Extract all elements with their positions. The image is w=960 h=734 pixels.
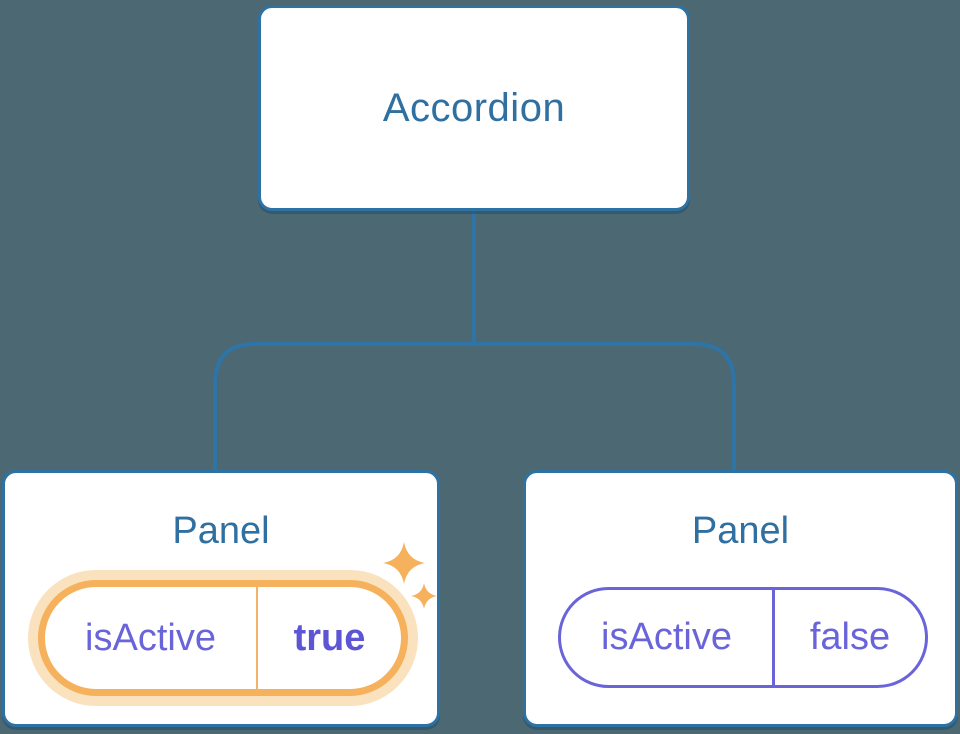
panel-node-inactive: Panel isActive false: [523, 470, 958, 727]
state-key: isActive: [45, 587, 258, 689]
accordion-node: Accordion: [258, 5, 690, 211]
accordion-node-label: Accordion: [382, 85, 566, 130]
state-key: isActive: [561, 590, 775, 685]
state-value: false: [809, 616, 891, 658]
sparkles-icon: [383, 542, 437, 609]
state-pill-active: isActive true: [38, 580, 408, 696]
state-value: true: [293, 616, 366, 659]
panel-title: Panel: [691, 510, 790, 552]
panel-title: Panel: [172, 510, 270, 552]
state-pill-inactive: isActive false: [558, 587, 928, 688]
panel-node-active: Panel isActive true: [2, 470, 440, 727]
